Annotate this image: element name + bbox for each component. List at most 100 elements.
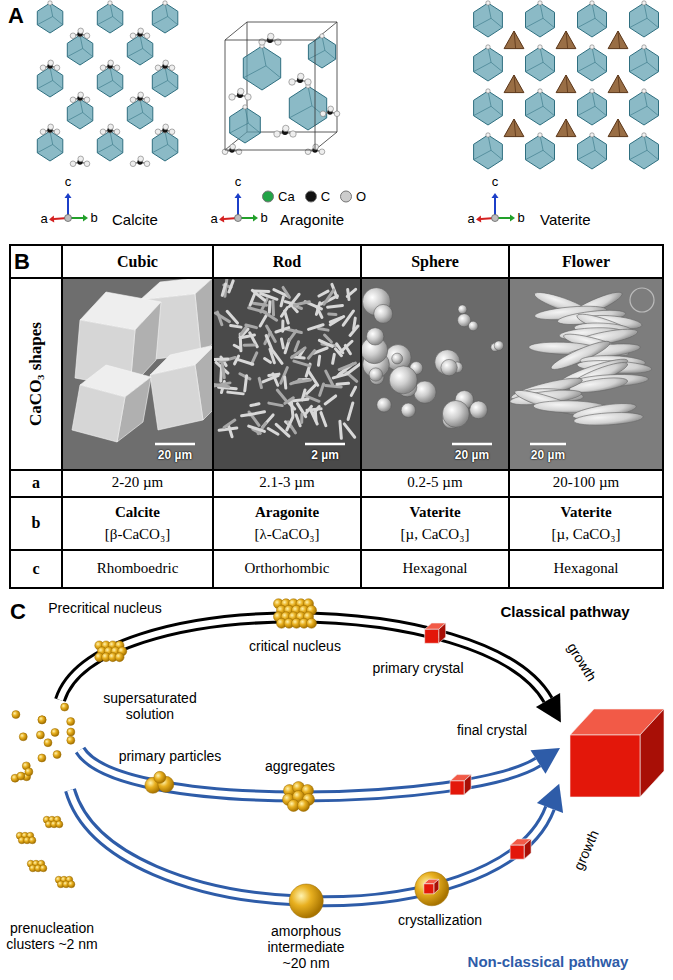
oxygen-atom — [144, 161, 150, 167]
particle — [67, 718, 75, 726]
octahedron-edge — [248, 123, 260, 133]
calcite-crystal — [150, 365, 203, 430]
aragonite-rod — [229, 281, 233, 292]
octahedron — [37, 131, 63, 161]
oxygen-atom — [48, 1, 52, 5]
aragonite-rod — [237, 359, 252, 364]
legend-text: Ca — [278, 189, 295, 204]
oxygen-atom — [313, 144, 319, 150]
octahedron — [526, 47, 555, 81]
tetrahedron — [504, 31, 524, 49]
oxygen-atom — [144, 97, 150, 103]
aragonite-rod — [347, 363, 360, 374]
vaterite-sphere — [392, 353, 403, 364]
shape-table — [10, 245, 663, 588]
stage-label: critical nucleus — [247, 638, 343, 654]
panel-letter: A — [8, 3, 24, 28]
aragonite-rod — [222, 364, 224, 378]
octahedron — [474, 47, 503, 81]
octahedron — [230, 107, 261, 143]
oxygen-atom — [486, 89, 490, 93]
scale-bar-label: 20 µm — [158, 449, 192, 463]
polymorph-name: Vaterite — [560, 504, 611, 521]
table-rule — [508, 245, 510, 588]
octahedron — [474, 135, 503, 169]
size-cell: 2-20 µm — [112, 474, 164, 491]
tetrahedron — [556, 119, 576, 137]
octahedron-edge — [152, 145, 167, 153]
structure-name: Calcite — [112, 211, 158, 228]
sem-image-flower — [510, 279, 662, 469]
oxygen-atom — [289, 79, 295, 85]
aragonite-rod — [231, 325, 241, 327]
aragonite-rod — [295, 342, 299, 351]
pathway-scheme — [11, 599, 664, 918]
particle — [53, 751, 61, 759]
vaterite-sphere — [374, 304, 393, 323]
octahedron-edge — [578, 62, 596, 71]
oxygen-atom — [40, 65, 46, 71]
aragonite-rod — [340, 421, 341, 438]
polymorph-name: Calcite — [115, 504, 160, 521]
oxygen-atom — [70, 97, 76, 103]
pathway-arrowhead — [531, 748, 561, 774]
aragonite-rod — [273, 351, 282, 363]
scale-bar-label: 2 µm — [311, 449, 339, 463]
oxygen-atom — [320, 34, 324, 38]
vaterite-sphere — [494, 341, 504, 351]
oxygen-atom — [70, 33, 76, 39]
particle — [415, 872, 449, 906]
oxygen-atom — [54, 129, 60, 135]
octahedron-edge — [230, 123, 249, 133]
octahedron-edge — [526, 150, 544, 159]
octahedron — [243, 46, 280, 90]
aragonite-rod — [266, 336, 272, 351]
aragonite-rod — [330, 317, 343, 325]
particle — [56, 821, 63, 828]
particle — [19, 733, 27, 741]
stage-label: aggregates — [263, 758, 337, 774]
aragonite-rod — [335, 349, 341, 356]
pathway-band-inner — [60, 618, 548, 701]
octahedron — [474, 3, 503, 37]
table-border — [10, 245, 663, 588]
octahedron — [37, 3, 63, 33]
oxygen-atom — [305, 79, 311, 85]
octahedron-edge — [152, 17, 167, 25]
aragonite-rod — [288, 402, 295, 409]
aragonite-rod — [318, 356, 319, 365]
aragonite-rod — [300, 414, 303, 422]
oxygen-atom — [538, 133, 542, 137]
octahedron — [630, 3, 659, 37]
particle — [51, 728, 59, 736]
red-crystal — [424, 884, 434, 894]
octahedron — [289, 86, 326, 130]
legend-item: O — [340, 189, 366, 204]
oxygen-atom — [48, 124, 54, 130]
octahedron-edge — [647, 62, 658, 71]
axis-label: a — [210, 212, 217, 227]
calcite-crystal — [72, 385, 125, 442]
oxygen-atom — [84, 97, 90, 103]
aragonite-rod — [269, 374, 279, 375]
aragonite-rod — [242, 335, 255, 337]
octahedron-edge — [630, 150, 648, 159]
table-rule — [10, 277, 663, 279]
pathway-title: Classical pathway — [500, 603, 629, 620]
aragonite-rod — [228, 425, 232, 437]
growth-label: growth — [563, 638, 601, 686]
scale-bar-label: 20 µm — [455, 449, 489, 463]
axis-arrowhead — [49, 216, 54, 223]
legend-item: C — [305, 189, 330, 204]
oxygen-atom — [138, 156, 144, 162]
vaterite-sphere — [441, 359, 457, 375]
axis-origin — [65, 215, 72, 222]
column-header: Cubic — [117, 253, 158, 271]
red-crystal — [464, 775, 471, 795]
red-crystal — [439, 623, 446, 643]
octahedron-edge — [595, 62, 606, 71]
octahedron — [67, 99, 93, 129]
octahedron-edge — [168, 17, 178, 25]
oxygen-atom — [486, 1, 490, 5]
sem-image-sphere — [362, 279, 508, 469]
